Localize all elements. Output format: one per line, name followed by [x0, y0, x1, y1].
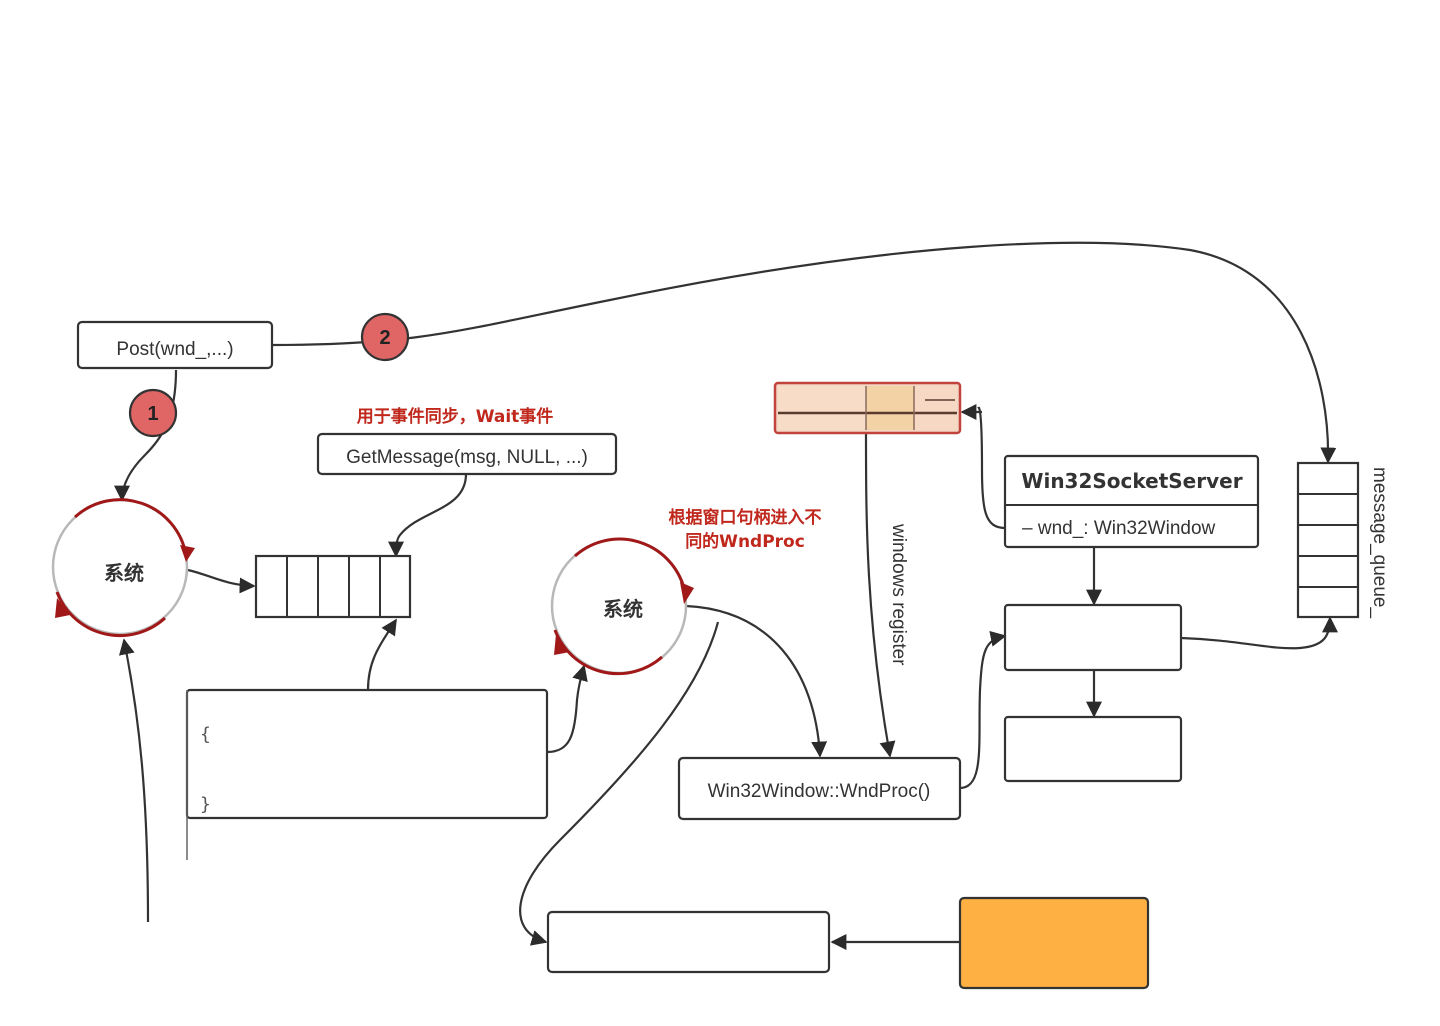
- edge-system-to-queue: [187, 568, 256, 594]
- socket-server-member: – wnd_: Win32Window: [1022, 518, 1216, 539]
- sync-note: 用于事件同步，Wait事件: [357, 406, 554, 427]
- edge-loop-to-queue: [366, 618, 397, 691]
- dispatch-note-line2: 同的WndProc: [685, 531, 805, 552]
- edge-getmessage-to-queue: [388, 473, 468, 558]
- edge-wndproc-to-box: [959, 630, 1007, 790]
- edge-bottom-to-system: [118, 638, 150, 923]
- socket-server-title: Win32SocketServer: [1021, 469, 1242, 493]
- getmessage-node: GetMessage(msg, NULL, ...): [316, 432, 618, 476]
- loop-brace-open: {: [200, 724, 211, 745]
- system-mid-loop: 系统: [550, 537, 694, 676]
- wndproc-label: Win32Window::WndProc(): [708, 781, 931, 802]
- windows-register-label: windows register: [888, 523, 909, 666]
- edge-loop-to-system: [546, 664, 588, 754]
- wndproc-node: Win32Window::WndProc(): [677, 756, 962, 821]
- blank-box-bottom: [546, 910, 831, 974]
- socket-server-node: Win32SocketServer – wnd_: Win32Window: [1003, 454, 1260, 549]
- edge-register-to-wndproc: [864, 431, 896, 758]
- message-queue: [1296, 461, 1360, 619]
- system-mid-label: 系统: [603, 597, 643, 621]
- getmessage-label: GetMessage(msg, NULL, ...): [346, 447, 588, 468]
- system-left-label: 系统: [104, 561, 144, 585]
- blank-box-upper: [1003, 603, 1183, 672]
- message-queue-label: message_queue_: [1369, 467, 1390, 618]
- post-node: Post(wnd_,...): [76, 320, 274, 370]
- edge-post-to-queue: [271, 241, 1337, 464]
- blank-box-lower: [1003, 715, 1183, 783]
- edge-system-to-wndproc: [685, 604, 828, 758]
- step-badge-1: 1: [128, 388, 178, 438]
- edge-box-to-queue: [1180, 616, 1338, 650]
- loop-box: { }: [185, 688, 549, 860]
- dispatch-note-line1: 根据窗口句柄进入不: [669, 507, 822, 528]
- step-badge-1-label: 1: [147, 403, 158, 425]
- edge-server-to-strip: [977, 406, 1006, 530]
- step-badge-2-label: 2: [379, 327, 390, 349]
- edge-system-to-bottom-box: [519, 621, 720, 946]
- orange-box: [958, 896, 1150, 990]
- post-label: Post(wnd_,...): [116, 339, 233, 360]
- step-badge-2: 2: [360, 312, 410, 362]
- system-left-loop: 系统: [51, 498, 195, 638]
- event-queue: [254, 554, 412, 619]
- register-image-strip: [773, 381, 962, 435]
- loop-brace-close: }: [200, 794, 211, 815]
